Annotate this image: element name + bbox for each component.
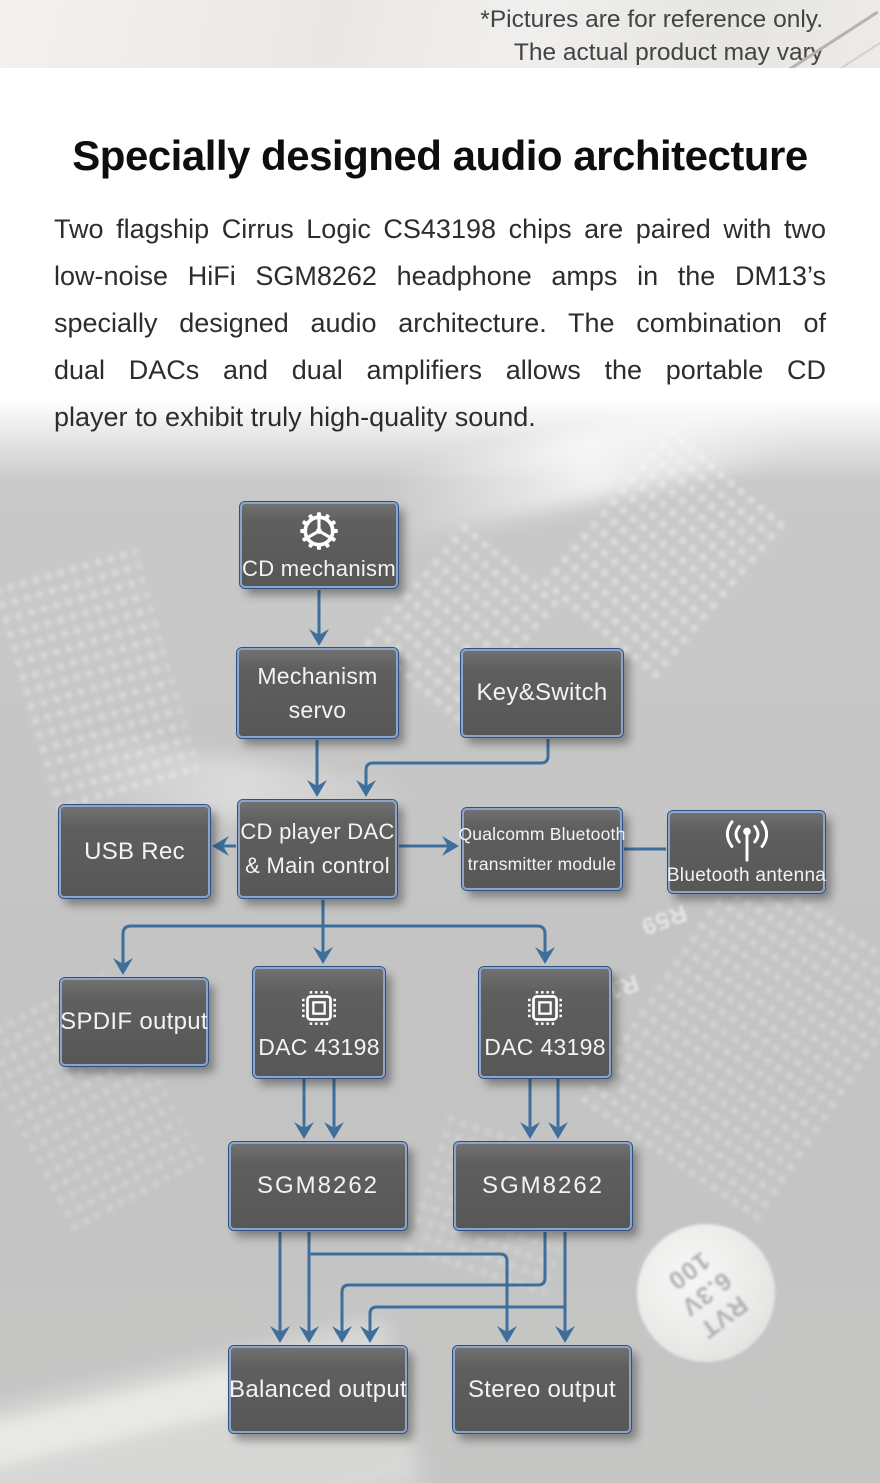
node-dac-43198-right: DAC 43198 (479, 967, 611, 1078)
node-label: Key&Switch (476, 679, 608, 706)
node-balanced-output: Balanced output (229, 1346, 407, 1433)
node-label: Balanced output (229, 1375, 407, 1403)
node-label: CD player DAC (240, 819, 395, 844)
node-stereo-output: Stereo output (453, 1346, 631, 1433)
node-label: DAC 43198 (484, 1033, 606, 1060)
node-label: Qualcomm Bluetooth (458, 824, 626, 844)
node-bluetooth-antenna: Bluetooth antenna (666, 811, 827, 893)
node-sgm8262-left: SGM8262 (229, 1142, 407, 1230)
node-qualcomm-bluetooth: Qualcomm Bluetooth transmitter module (459, 808, 625, 890)
article-panel: Specially designed audio architecture Tw… (0, 68, 880, 482)
node-spdif-output: SPDIF output (60, 978, 208, 1066)
chip-icon (302, 990, 336, 1025)
node-cd-player-dac: CD player DAC & Main control (238, 800, 397, 898)
node-label: SPDIF output (60, 1008, 208, 1035)
node-label: & Main control (245, 853, 390, 878)
disclaimer-line: *Pictures are for reference only. (480, 6, 823, 33)
body-line: player to exhibit truly high-quality sou… (54, 402, 536, 433)
node-label: CD mechanism (242, 555, 396, 581)
node-sgm8262-right: SGM8262 (454, 1142, 632, 1230)
top-photo-strip: *Pictures are for reference only. The ac… (0, 0, 880, 68)
node-label: SGM8262 (481, 1172, 605, 1199)
node-label: transmitter module (467, 854, 617, 874)
node-label: DAC 43198 (258, 1033, 380, 1060)
node-label: Mechanism (257, 663, 378, 689)
gear-icon (300, 511, 338, 550)
body-line: Two flagship Cirrus Logic CS43198 chips … (54, 214, 826, 245)
node-label: Stereo output (467, 1375, 616, 1403)
arrowheads (113, 629, 575, 1343)
antenna-icon (725, 819, 768, 862)
node-label: servo (288, 697, 347, 723)
body-line: dual DACs and dual amplifiers allows the… (54, 355, 826, 386)
node-label: USB Rec (84, 837, 185, 865)
node-dac-43198-left: DAC 43198 (253, 967, 385, 1078)
chip-icon (528, 990, 562, 1025)
capacitor-photo: RVT 6.3V 100 (637, 1224, 775, 1362)
disclaimer: *Pictures are for reference only. The ac… (480, 3, 823, 68)
body-line: specially designed audio architecture. T… (54, 308, 826, 339)
page-title: Specially designed audio architecture (72, 132, 808, 179)
disclaimer-line: The actual product may vary (513, 39, 823, 66)
article-body: Two flagship Cirrus Logic CS43198 chips … (54, 206, 826, 441)
node-mechanism-servo: Mechanism servo (237, 648, 398, 738)
node-label: Bluetooth antenna (666, 864, 827, 886)
connector-lines (121, 590, 666, 1332)
node-key-switch: Key&Switch (461, 649, 623, 737)
body-line: low-noise HiFi SGM8262 headphone amps in… (54, 261, 826, 292)
node-usb-rec: USB Rec (59, 805, 210, 898)
node-label: SGM8262 (256, 1172, 380, 1199)
node-cd-mechanism: CD mechanism (240, 502, 398, 588)
